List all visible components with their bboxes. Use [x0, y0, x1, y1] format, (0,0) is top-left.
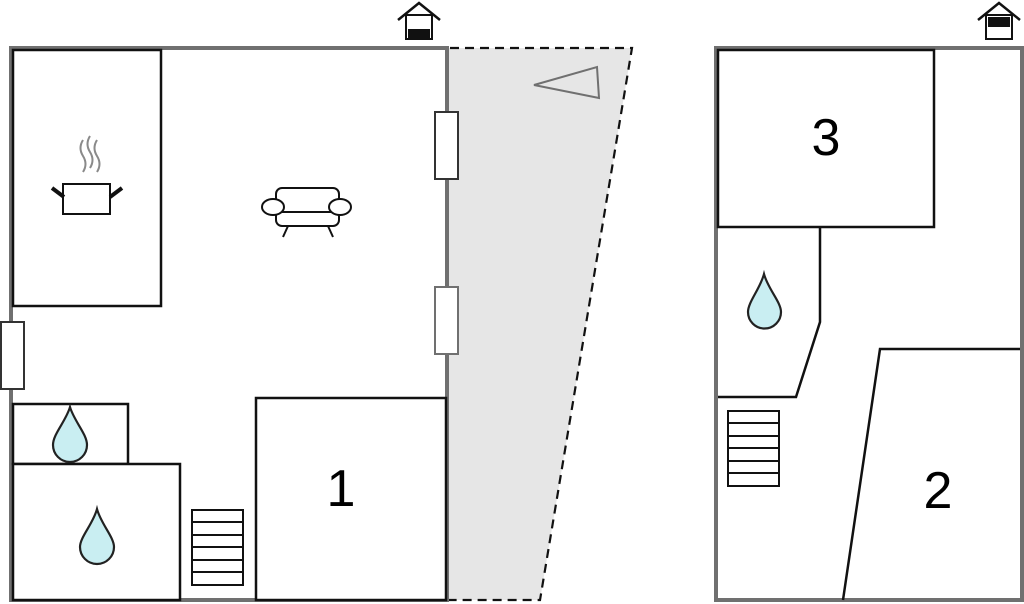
water-drop-icon — [51, 403, 89, 464]
room-1-label: 1 — [327, 460, 356, 518]
upper-floor: 3 2 — [714, 1, 1024, 602]
ground-floor: 1 — [0, 1, 634, 602]
bedroom-3 — [716, 48, 936, 229]
house-entrance-icon — [397, 1, 441, 40]
stairs-icon — [191, 509, 244, 586]
house-entrance-icon — [977, 1, 1021, 40]
window-east-middle — [434, 286, 459, 355]
bedroom-2-wall — [841, 347, 1020, 601]
water-drop-icon — [746, 269, 783, 330]
terrace-dashed-outline — [420, 46, 634, 602]
terrace-icon — [533, 65, 601, 100]
sofa-icon — [261, 187, 352, 238]
upper-floor-outer-wall — [714, 46, 1024, 602]
window-east-top — [434, 111, 459, 180]
bedroom-1 — [254, 396, 448, 602]
window-west — [0, 321, 25, 390]
bathroom-upper-wall — [718, 228, 822, 399]
stairs-icon — [727, 410, 780, 487]
kitchen-room — [11, 48, 163, 308]
room-2-label: 2 — [924, 462, 953, 520]
room-3-label: 3 — [812, 109, 841, 167]
terrace-area — [447, 48, 632, 600]
water-drop-icon — [78, 504, 116, 566]
cooking-pot-icon — [50, 135, 124, 215]
